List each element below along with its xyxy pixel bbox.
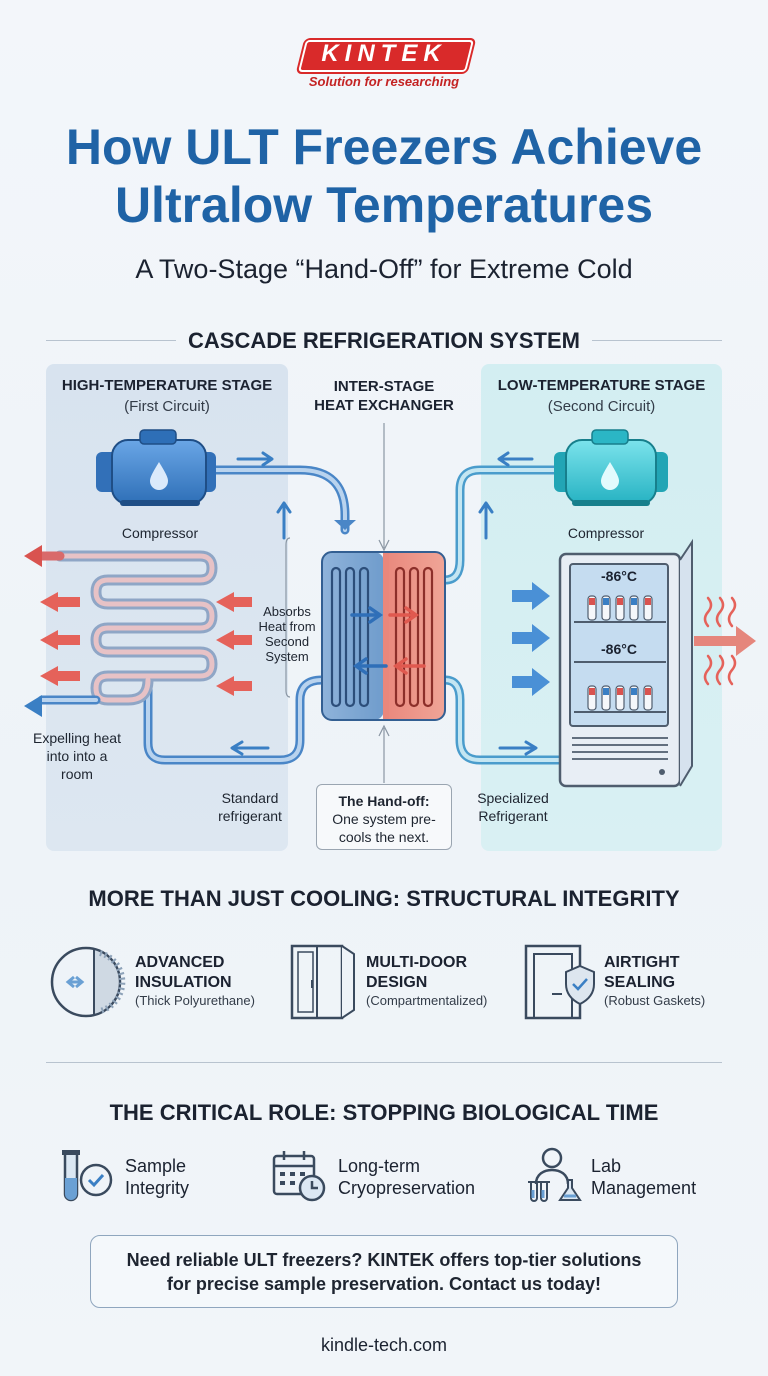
title-line-1: How ULT Freezers Achieve bbox=[65, 119, 703, 175]
expelling-line-2: into into a bbox=[46, 748, 108, 764]
test-tube-check-icon bbox=[62, 1150, 113, 1202]
handoff-title: The Hand-off: bbox=[338, 793, 430, 809]
cta-line-2: for precise sample preservation. Contact… bbox=[166, 1274, 602, 1294]
freezer-temp-top: -86°C bbox=[601, 568, 637, 584]
section-divider bbox=[46, 1062, 722, 1063]
tagline: Solution for researching bbox=[308, 74, 460, 89]
high-compressor-icon bbox=[96, 429, 216, 506]
flow-arrows bbox=[230, 451, 538, 756]
page-title: How ULT Freezers Achieve Ultralow Temper… bbox=[0, 118, 768, 234]
structural-heading: MORE THAN JUST COOLING: STRUCTURAL INTEG… bbox=[88, 886, 680, 911]
lab-management-line-1: Lab bbox=[591, 1156, 622, 1176]
calendar-clock-icon bbox=[272, 1151, 326, 1202]
high-stage-title: HIGH-TEMPERATURE STAGE bbox=[61, 377, 273, 394]
insulation-title-2: INSULATION bbox=[135, 974, 232, 991]
multi-door-title-1: MULTI-DOOR bbox=[366, 954, 468, 971]
contact-cta-box[interactable]: Need reliable ULT freezers? KINTEK offer… bbox=[90, 1235, 678, 1308]
multi-door-text: MULTI-DOOR DESIGN (Compartmentalized) bbox=[366, 953, 516, 1008]
exchanger-title: INTER-STAGE HEAT EXCHANGER bbox=[304, 377, 464, 415]
sealing-sub: (Robust Gaskets) bbox=[604, 993, 706, 1008]
absorbs-line-1: Absorbs bbox=[263, 604, 311, 619]
handoff-line-2: cools the next. bbox=[338, 829, 430, 845]
low-stage-piping bbox=[440, 465, 575, 765]
shield-door-icon bbox=[524, 944, 595, 1020]
standard-refrigerant-line-2: refrigerant bbox=[218, 808, 282, 824]
cold-flow-arrows bbox=[512, 582, 550, 696]
sealing-title-2: SEALING bbox=[604, 974, 676, 991]
cryopreservation-text: Long-term Cryopreservation bbox=[338, 1155, 518, 1199]
multi-door-sub: (Compartmentalized) bbox=[366, 993, 488, 1008]
condenser-coil bbox=[35, 550, 218, 706]
sealing-title-1: AIRTIGHT bbox=[604, 954, 680, 971]
cryopreservation-line-2: Cryopreservation bbox=[338, 1178, 476, 1198]
lab-person-icon bbox=[528, 1147, 582, 1202]
title-line-2: Ultralow Temperatures bbox=[114, 177, 654, 233]
exchanger-title-line-1: INTER-STAGE bbox=[333, 378, 435, 395]
sealing-text: AIRTIGHT SEALING (Robust Gaskets) bbox=[604, 953, 754, 1008]
expelling-line-1: Expelling heat bbox=[33, 730, 121, 746]
divider-left bbox=[46, 340, 176, 341]
low-compressor-icon bbox=[554, 429, 668, 506]
absorbs-line-3: Second bbox=[264, 634, 310, 649]
low-stage-title: LOW-TEMPERATURE STAGE bbox=[497, 377, 706, 394]
low-compressor-label: Compressor bbox=[567, 525, 645, 541]
low-stage-sub: (Second Circuit) bbox=[547, 398, 656, 415]
specialized-refrigerant-line-2: Refrigerant bbox=[478, 808, 548, 824]
standard-refrigerant-line-1: Standard bbox=[221, 790, 279, 806]
inflow-arrow bbox=[334, 520, 356, 530]
lab-management-line-2: Management bbox=[591, 1178, 697, 1198]
heat-exchanger bbox=[321, 551, 446, 721]
cta-line-1: Need reliable ULT freezers? KINTEK offer… bbox=[126, 1250, 642, 1270]
multi-door-title-2: DESIGN bbox=[366, 974, 428, 991]
divider-right bbox=[592, 340, 722, 341]
sample-integrity-line-1: Sample bbox=[125, 1156, 187, 1176]
cascade-heading: CASCADE REFRIGERATION SYSTEM bbox=[188, 328, 580, 353]
footer-url-link[interactable]: kindle-tech.com bbox=[320, 1335, 448, 1355]
multi-door-icon bbox=[290, 944, 355, 1020]
insulation-text: ADVANCED INSULATION (Thick Polyurethane) bbox=[135, 953, 285, 1008]
heat-wave-icon bbox=[703, 596, 737, 686]
sample-vials bbox=[587, 595, 653, 711]
heat-exit-arrow bbox=[694, 626, 756, 656]
handoff-callout: The Hand-off: One system pre- cools the … bbox=[316, 784, 452, 850]
absorbs-line-2: Heat from bbox=[258, 619, 316, 634]
absorbs-line-4: System bbox=[265, 649, 309, 664]
lab-management-text: Lab Management bbox=[591, 1155, 741, 1199]
absorbs-heat-label: Absorbs Heat from Second System bbox=[252, 604, 322, 664]
expelling-line-3: room bbox=[61, 766, 93, 782]
high-stage-sub: (First Circuit) bbox=[124, 398, 210, 415]
cryopreservation-line-1: Long-term bbox=[338, 1156, 421, 1176]
expelling-heat-label: Expelling heat into into a room bbox=[14, 729, 140, 783]
page-subtitle: A Two-Stage “Hand-Off” for Extreme Cold bbox=[135, 254, 633, 284]
specialized-refrigerant-label: Specialized Refrigerant bbox=[462, 789, 564, 825]
insulation-icon bbox=[50, 946, 126, 1018]
sample-integrity-line-2: Integrity bbox=[125, 1178, 190, 1198]
insulation-title-1: ADVANCED bbox=[135, 954, 225, 971]
role-heading: THE CRITICAL ROLE: STOPPING BIOLOGICAL T… bbox=[109, 1100, 659, 1125]
logo-text: KINTEK bbox=[321, 40, 447, 67]
sample-integrity-text: Sample Integrity bbox=[125, 1155, 255, 1199]
exchanger-title-line-2: HEAT EXCHANGER bbox=[314, 397, 454, 414]
standard-refrigerant-label: Standard refrigerant bbox=[200, 789, 300, 825]
high-compressor-label: Compressor bbox=[121, 525, 199, 541]
heat-out-arrows bbox=[40, 592, 252, 696]
freezer-temp-bottom: -86°C bbox=[601, 641, 637, 657]
handoff-line-1: One system pre- bbox=[332, 811, 436, 827]
insulation-sub: (Thick Polyurethane) bbox=[135, 993, 255, 1008]
specialized-refrigerant-line-1: Specialized bbox=[477, 790, 549, 806]
